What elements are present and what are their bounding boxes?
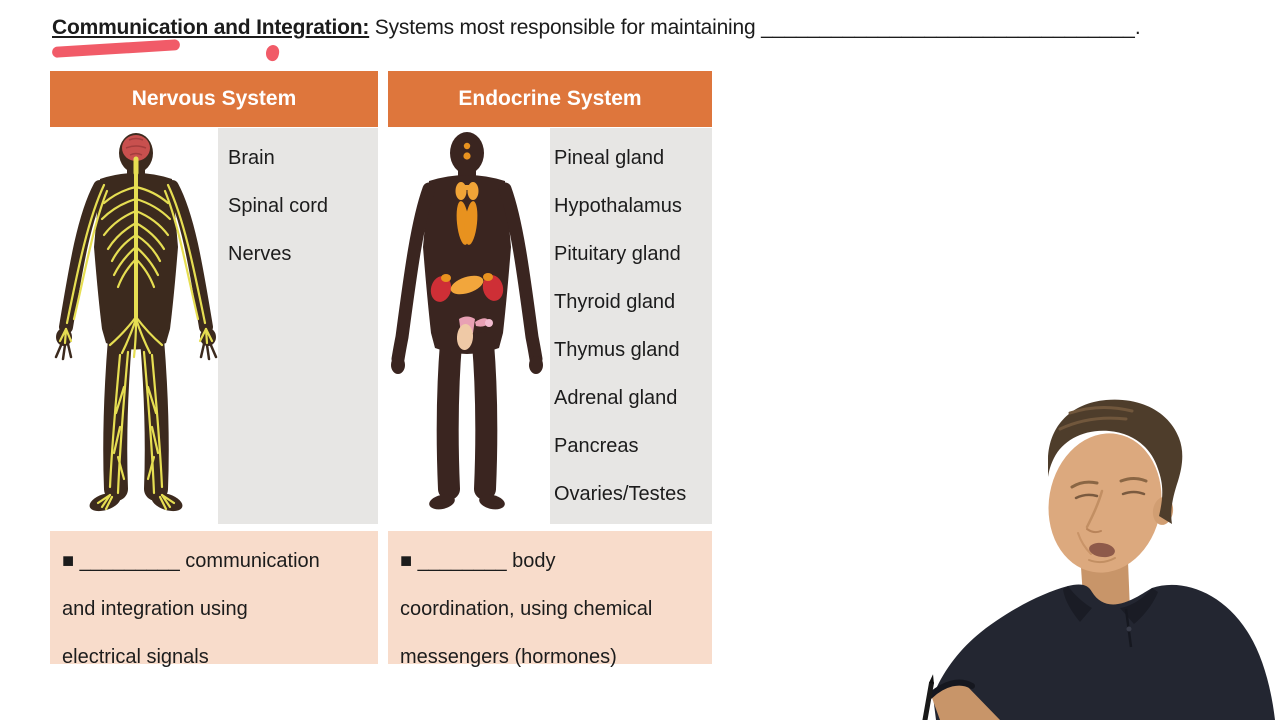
endocrine-system-figure: [391, 132, 543, 510]
list-item: Thymus gland: [554, 339, 680, 361]
title-period: .: [1134, 16, 1141, 39]
nervous-system-list: Brain Spinal cord Nerves: [228, 134, 328, 278]
list-item: Pituitary gland: [554, 243, 681, 265]
list-item: Brain: [228, 147, 275, 169]
list-item: Ovaries/Testes: [554, 483, 687, 505]
list-item: Thyroid gland: [554, 291, 676, 313]
note-line: and integration using: [62, 598, 248, 620]
list-item: Spinal cord: [228, 195, 329, 217]
endocrine-system-header: Endocrine System: [388, 71, 712, 127]
pen-icon: [922, 674, 934, 720]
instructor-shirt: [933, 584, 1275, 720]
endocrine-list-panel: [550, 128, 712, 524]
endocrine-system-note: ■ ________ body coordination, using chem…: [388, 531, 712, 668]
nervous-system-figure: [54, 133, 218, 512]
note-line: ■ _________ communication: [62, 550, 320, 572]
list-item: Hypothalamus: [554, 195, 682, 217]
title-keyword: Communication and Integration:: [52, 16, 370, 39]
nerve-network: [58, 156, 214, 511]
title-text: Systems most responsible for maintaining: [369, 16, 762, 39]
red-marker-underline: [51, 39, 181, 58]
list-item: Pancreas: [554, 435, 639, 457]
title-fill-in-blank: ________________________________: [761, 16, 1135, 39]
endocrine-system-list: Pineal gland Hypothalamus Pituitary glan…: [554, 134, 686, 518]
note-line: messengers (hormones): [400, 646, 617, 668]
note-line: electrical signals: [62, 646, 209, 668]
list-item: Pineal gland: [554, 147, 665, 169]
brain-highlight: [122, 135, 150, 161]
nervous-system-header: Nervous System: [50, 71, 378, 127]
note-line: ■ ________ body: [400, 550, 556, 572]
gland-highlights: [430, 142, 504, 350]
instructor-video: [922, 399, 1275, 720]
nervous-list-panel: [218, 128, 378, 524]
list-item: Adrenal gland: [554, 387, 678, 409]
instructor-hair: [1048, 399, 1183, 524]
instructor-forearm: [932, 683, 1000, 720]
note-line: coordination, using chemical: [400, 598, 653, 620]
list-item: Nerves: [228, 243, 292, 265]
red-marker-dot: [264, 43, 281, 63]
nervous-system-note: ■ _________ communication and integratio…: [50, 531, 378, 668]
page-title: Communication and Integration: Systems m…: [52, 16, 1141, 40]
